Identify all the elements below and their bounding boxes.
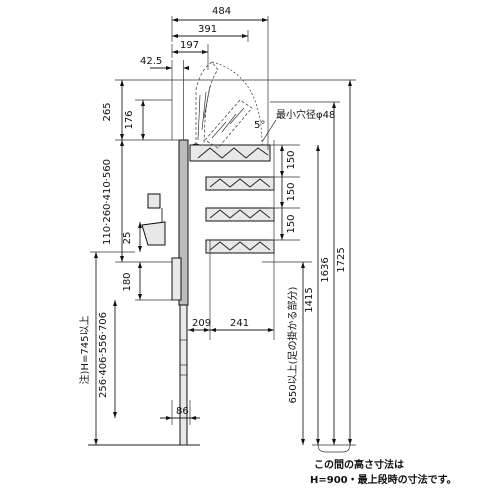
dim-150-3: 150	[286, 214, 297, 233]
footnote-line-1: この間の高さ寸法は	[314, 458, 404, 471]
rung-3	[205, 239, 275, 254]
dim-650: 650以上(足の掛かる部分)	[286, 286, 299, 403]
handle-bracket	[147, 193, 161, 209]
folded-rung-pattern	[197, 85, 211, 141]
dim-42-5: 42.5	[140, 56, 162, 67]
folded-rung-outline	[195, 61, 219, 146]
dim-176: 176	[124, 110, 135, 129]
dim-484: 484	[212, 6, 231, 17]
dim-209: 209	[192, 318, 211, 329]
dim-150-2: 150	[286, 182, 297, 201]
dim-180: 180	[122, 272, 133, 291]
dim-391: 391	[198, 24, 217, 35]
dim-265: 265	[102, 102, 113, 121]
swing-rung-pattern	[211, 107, 245, 139]
side-fitting	[141, 221, 166, 246]
angle-label: 5°	[254, 120, 265, 131]
footnote-brace	[317, 444, 351, 453]
top-rung-pattern	[197, 147, 269, 159]
rung-1	[205, 176, 275, 191]
hole-leader	[261, 119, 277, 143]
dim-1636: 1636	[320, 257, 331, 282]
dim-1415: 1415	[304, 287, 315, 312]
footnote-line-2: H=900・最上段時の寸法です。	[310, 473, 457, 486]
base-bracket	[171, 257, 182, 301]
swing-arc	[211, 61, 263, 146]
swing-rung-outline	[204, 99, 253, 149]
dim-1725: 1725	[336, 247, 347, 272]
dim-150-1: 150	[286, 150, 297, 169]
dim-110-range: 110·260·410·560	[102, 159, 113, 245]
top-rung	[189, 144, 271, 162]
dim-86: 86	[176, 406, 189, 417]
dim-197: 197	[180, 40, 199, 51]
dim-256-range: 256·406·556·706	[98, 312, 109, 398]
hole-label: 最小穴径φ48	[276, 108, 335, 121]
dim-241: 241	[230, 318, 249, 329]
rung-2	[205, 207, 275, 222]
dim-25: 25	[122, 232, 133, 245]
dim-h-note: 注)H=745以上	[78, 316, 91, 385]
